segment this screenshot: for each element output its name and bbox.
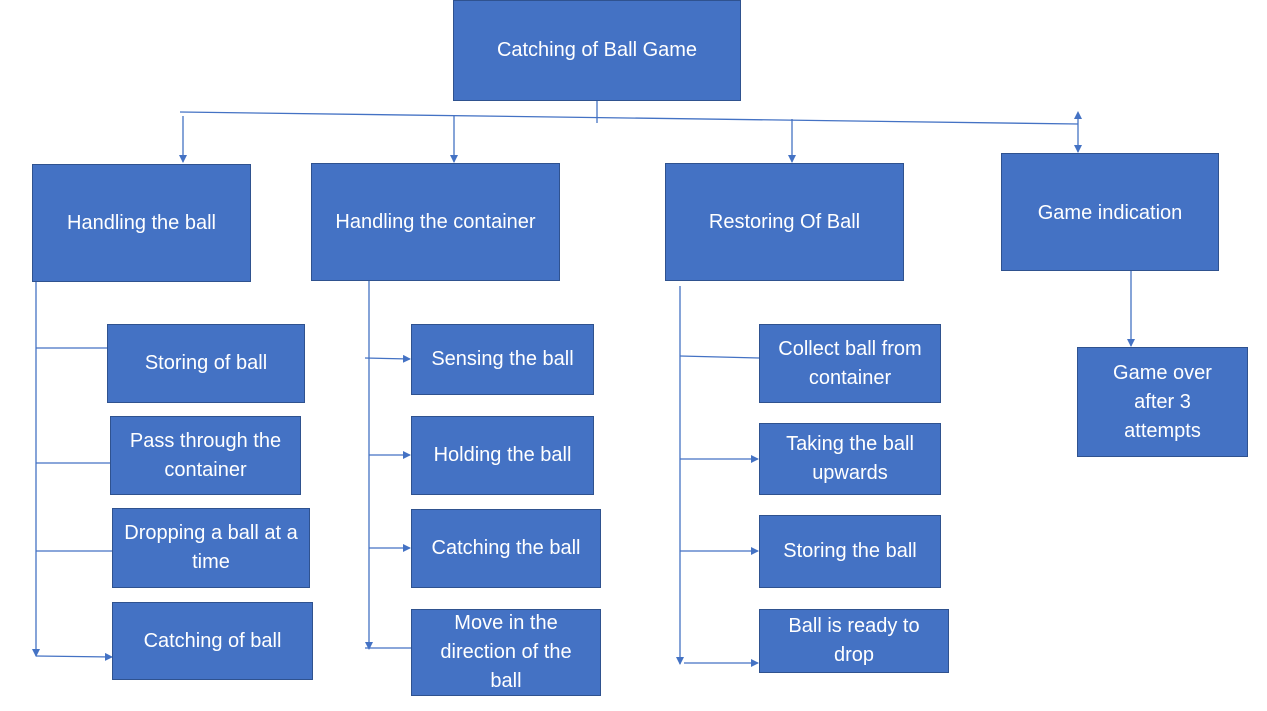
child-pass-through-the-container: Pass through the container: [110, 416, 301, 495]
child-game-over-after-3-attempts: Game over after 3 attempts: [1077, 347, 1248, 457]
child-taking-the-ball-upwards: Taking the ball upwards: [759, 423, 941, 495]
col3-branch-1: [679, 355, 760, 359]
child-label: Catching the ball: [431, 537, 581, 559]
child-label: Ball is ready to drop: [788, 615, 920, 666]
child-catching-the-ball: Catching the ball: [411, 509, 601, 588]
child-move-in-the-direction-of-the-ball: Move in the direction of the ball: [411, 609, 601, 696]
child-ball-is-ready-to-drop: Ball is ready to drop: [759, 609, 949, 673]
child-holding-the-ball: Holding the ball: [411, 416, 594, 495]
child-label: Move in the direction of the ball: [440, 612, 572, 692]
category-label: Restoring Of Ball: [708, 210, 861, 233]
child-label: Sensing the ball: [431, 348, 574, 370]
category-game-indication: Game indication: [1001, 153, 1219, 271]
child-dropping-a-ball-at-a-time: Dropping a ball at a time: [112, 508, 310, 588]
category-label: Game indication: [1037, 202, 1183, 224]
col2-branch-1: [364, 354, 411, 363]
col1-branch-4: [35, 652, 113, 661]
child-storing-the-ball: Storing the ball: [759, 515, 941, 588]
category-restoring-of-ball: Restoring Of Ball: [665, 163, 904, 281]
child-label: Taking the ball upwards: [786, 433, 914, 484]
main-bus: [179, 111, 1079, 125]
child-label: Pass through the container: [129, 429, 282, 481]
child-collect-ball-from-container: Collect ball from container: [759, 324, 941, 403]
child-label: Dropping a ball at a time: [124, 522, 298, 573]
root-label: Catching of Ball Game: [496, 39, 698, 61]
category-handling-the-ball: Handling the ball: [32, 164, 251, 282]
child-label: Storing of ball: [144, 352, 268, 374]
child-sensing-the-ball: Sensing the ball: [411, 324, 594, 395]
child-catching-of-ball: Catching of ball: [112, 602, 313, 680]
category-label: Handling the ball: [67, 211, 216, 234]
child-label: Catching of ball: [143, 629, 282, 652]
category-label: Handling the container: [335, 210, 536, 233]
child-label: Holding the ball: [433, 444, 572, 466]
child-storing-of-ball: Storing of ball: [107, 324, 305, 403]
root-node: Catching of Ball Game: [453, 0, 741, 101]
child-label: Game over after 3 attempts: [1113, 361, 1212, 442]
category-handling-the-container: Handling the container: [311, 163, 560, 281]
child-label: Collect ball from container: [778, 337, 922, 389]
child-label: Storing the ball: [783, 540, 917, 562]
